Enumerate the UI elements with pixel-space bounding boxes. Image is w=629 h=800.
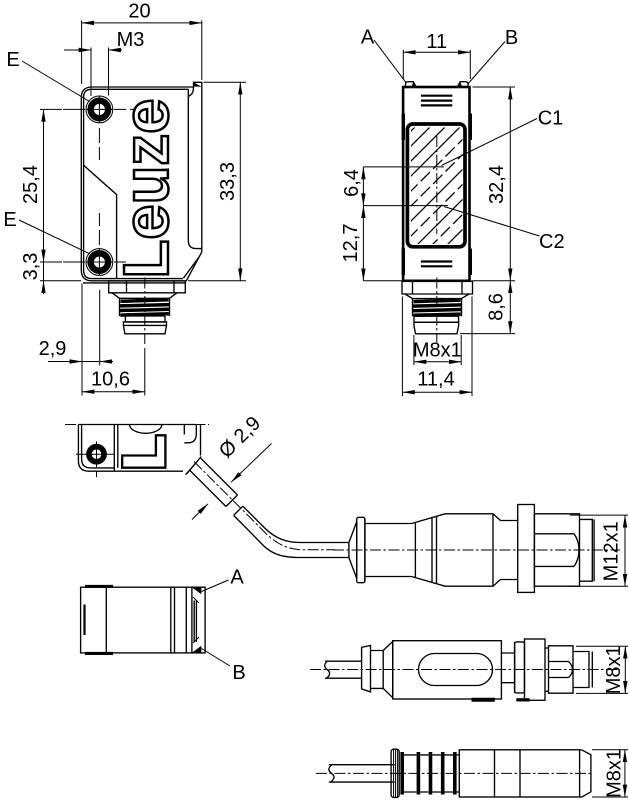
svg-text:M8x1: M8x1 xyxy=(413,340,462,362)
svg-text:20: 20 xyxy=(128,1,150,23)
svg-text:25,4: 25,4 xyxy=(20,165,42,204)
svg-text:A: A xyxy=(361,27,375,49)
svg-text:M8x1: M8x1 xyxy=(603,749,625,798)
svg-text:C1: C1 xyxy=(538,108,564,130)
svg-text:E: E xyxy=(3,209,16,231)
svg-text:M12x1: M12x1 xyxy=(601,521,623,581)
svg-text:32,4: 32,4 xyxy=(486,165,508,204)
svg-text:3,3: 3,3 xyxy=(20,253,42,281)
svg-text:12,7: 12,7 xyxy=(340,224,362,263)
svg-text:8,6: 8,6 xyxy=(485,293,507,321)
svg-text:2,9: 2,9 xyxy=(39,338,67,360)
svg-text:Leuze: Leuze xyxy=(110,99,182,279)
svg-text:E: E xyxy=(6,49,19,71)
svg-text:C2: C2 xyxy=(539,231,565,253)
svg-text:33,3: 33,3 xyxy=(217,162,239,201)
svg-text:10,6: 10,6 xyxy=(91,369,130,391)
svg-text:6,4: 6,4 xyxy=(341,169,363,197)
svg-text:A: A xyxy=(230,567,244,589)
svg-text:Ø 2,9: Ø 2,9 xyxy=(215,412,265,462)
svg-text:11,4: 11,4 xyxy=(417,369,454,391)
svg-text:B: B xyxy=(505,27,518,49)
svg-text:M8x1: M8x1 xyxy=(603,645,625,694)
svg-text:11: 11 xyxy=(426,31,447,53)
svg-text:B: B xyxy=(232,662,245,684)
svg-text:M3: M3 xyxy=(117,29,145,51)
